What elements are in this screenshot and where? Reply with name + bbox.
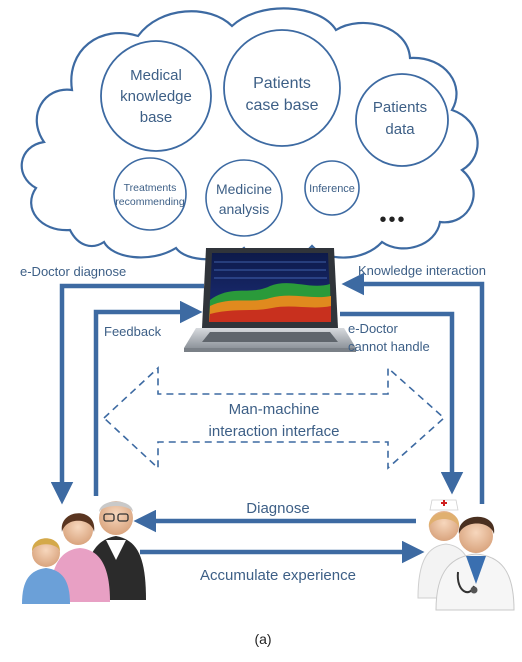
arrow-knowledge-interaction: [341, 272, 485, 504]
laptop-icon: [184, 248, 356, 352]
label-e-doctor-cannot-1: e-Doctor: [348, 321, 399, 336]
bubble-inference: Inference: [304, 160, 360, 216]
ellipsis-dots: •••: [379, 209, 406, 231]
label-knowledge-interaction: Knowledge interaction: [358, 263, 486, 278]
interface-dashed-double-arrow: [102, 366, 446, 470]
bubble-treatments-recommending: Treatments recommending: [113, 157, 187, 231]
arrows: [50, 272, 485, 564]
bubble-label-line: Medical: [130, 67, 182, 84]
label-diagnose: Diagnose: [246, 500, 309, 517]
bubble-label-line: case base: [246, 97, 319, 114]
arrow-e-doctor-diagnose: [50, 283, 204, 505]
label-e-doctor-diagnose: e-Doctor diagnose: [20, 264, 126, 279]
bubble-label-line: Inference: [309, 183, 355, 195]
bubble-patients-data: Patients data: [355, 73, 449, 167]
knowledge-cloud: Medical knowledge base Patients case bas…: [20, 7, 479, 262]
bubble-label-line: Treatments: [124, 182, 177, 194]
label-accumulate-experience: Accumulate experience: [200, 567, 356, 584]
bubble-label-line: base: [140, 109, 173, 126]
bubble-label-line: knowledge: [120, 88, 192, 105]
bubble-label-line: data: [385, 121, 415, 138]
bubble-label-line: Patients: [253, 75, 311, 92]
arrow-e-doctor-cannot-handle: [340, 311, 464, 495]
label-feedback: Feedback: [104, 324, 162, 339]
bubble-medical-knowledge-base: Medical knowledge base: [100, 40, 212, 152]
bubble-label-line: analysis: [219, 201, 270, 217]
patients-group-icon: [22, 501, 146, 604]
bubble-label-line: Medicine: [216, 181, 272, 197]
label-interface-2: interaction interface: [209, 423, 340, 440]
arrow-feedback: [93, 300, 203, 496]
bubble-label-line: recommending: [115, 196, 185, 208]
bubble-label-line: Patients: [373, 99, 427, 116]
bubble-patients-case-base: Patients case base: [223, 29, 341, 147]
doctor-nurse-icon: [417, 499, 515, 611]
figure-caption: (a): [254, 631, 271, 647]
label-interface-1: Man-machine: [229, 401, 320, 418]
bubble-medicine-analysis: Medicine analysis: [205, 159, 283, 237]
label-e-doctor-cannot-2: cannot handle: [348, 339, 430, 354]
